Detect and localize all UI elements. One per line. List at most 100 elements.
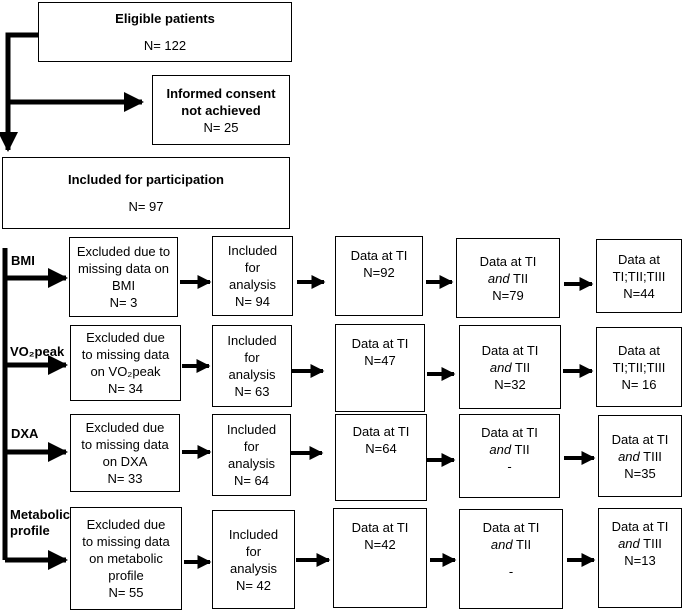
metabolic-t1-label: Data at TI	[351, 520, 409, 535]
dxa-t3-box: Data at TI and TIII N=35	[598, 415, 682, 497]
vo2-analysis-line-2: for	[244, 350, 260, 365]
metabolic-t2-value: -	[508, 564, 514, 579]
vo2-t2-label: Data at TI	[481, 342, 539, 358]
dxa-t1-box: Data at TI N=64	[335, 414, 427, 501]
included-title: Included for participation	[67, 172, 224, 187]
metabolic-analysis-line-1: Included	[228, 526, 279, 542]
row-label-dxa: DXA	[11, 426, 39, 441]
bmi-excluded-line-2: missing data on	[77, 261, 170, 276]
vo2-t2-and: and	[489, 359, 512, 375]
dxa-t1-count: N=64	[365, 441, 397, 456]
bmi-t2-and-line: and TII	[488, 270, 528, 287]
metabolic-t3-and-line: and TIII	[618, 535, 662, 552]
dxa-excluded-line-2: to missing data	[81, 437, 169, 452]
bmi-t3-box: Data at TI;TII;TIII N=44	[596, 239, 682, 313]
bmi-analysis-line-1: Included	[227, 243, 278, 258]
vo2-analysis-line-3: analysis	[228, 367, 276, 382]
eligible-title: Eligible patients	[115, 11, 215, 26]
vo2-excluded-line-3: on VO₂peak	[90, 364, 161, 379]
vo2-t3-label: Data at	[618, 342, 660, 358]
vo2-t2-count: N=32	[494, 376, 526, 392]
included-count: N= 97	[128, 199, 164, 214]
dxa-t3-count: N=35	[624, 465, 656, 481]
vo2-excluded-line-1: Excluded due	[86, 330, 165, 345]
metabolic-t3-and: and	[618, 536, 640, 551]
metabolic-t2-period: TII	[512, 537, 532, 552]
vo2-t3-period: TI;TII;TIII	[612, 359, 666, 375]
bmi-t3-label: Data at	[618, 251, 660, 267]
metabolic-t1-count: N=42	[364, 537, 396, 552]
eligible-patients-box: Eligible patients N= 122	[38, 2, 292, 62]
dxa-t2-period: TII	[511, 442, 530, 457]
vo2-t2-period: TII	[511, 359, 531, 375]
dxa-t3-label: Data at TI	[611, 431, 669, 447]
metabolic-excluded-line-3: on metabolic	[89, 551, 163, 566]
vo2-t2-box: Data at TI and TII N=32	[459, 325, 561, 409]
dxa-analysis-line-3: analysis	[228, 456, 275, 471]
vo2-t2-and-line: and TII	[490, 359, 530, 376]
metabolic-analysis-line-2: for	[245, 543, 262, 559]
metabolic-analysis-count: N= 42	[235, 577, 272, 593]
bmi-t2-period: TII	[509, 270, 529, 286]
bmi-excluded-line-3: BMI	[111, 278, 136, 293]
dxa-t3-and-line: and TIII	[618, 448, 662, 465]
metabolic-t3-period: TIII	[639, 536, 662, 551]
bmi-excluded-count: N= 3	[109, 295, 138, 310]
vo2-analysis-box: Included for analysis N= 63	[212, 325, 292, 407]
metabolic-excluded-line-1: Excluded due	[86, 517, 166, 532]
bmi-t1-label: Data at TI	[350, 248, 408, 263]
metabolic-excluded-count: N= 55	[108, 585, 144, 600]
bmi-analysis-line-2: for	[244, 260, 261, 275]
metabolic-t3-box: Data at TI and TIII N=13	[598, 508, 682, 608]
bmi-t3-count: N=44	[623, 285, 655, 301]
metabolic-t2-box: Data at TI and TII -	[459, 509, 563, 609]
metabolic-excluded-box: Excluded due to missing data on metaboli…	[70, 507, 182, 610]
metabolic-t2-and-line: and TII	[491, 536, 531, 553]
dxa-excluded-line-3: on DXA	[102, 454, 148, 469]
dxa-analysis-line-1: Included	[226, 422, 277, 437]
bmi-excluded-line-1: Excluded due to	[76, 244, 171, 259]
bmi-excluded-box: Excluded due to missing data on BMI N= 3	[69, 237, 178, 317]
metabolic-excluded-line-2: to missing data	[82, 534, 170, 549]
row-label-metabolic-line-1: Metabolic	[10, 507, 70, 522]
dxa-excluded-count: N= 33	[107, 471, 143, 486]
dxa-t1-label: Data at TI	[352, 424, 410, 439]
consent-box: Informed consent not achieved N= 25	[152, 75, 290, 145]
consent-count: N= 25	[203, 119, 239, 135]
vo2-t3-box: Data at TI;TII;TIII N= 16	[596, 327, 682, 407]
consent-line-2: not achieved	[181, 102, 261, 118]
row-label-metabolic: Metabolic profile	[10, 507, 70, 539]
bmi-t1-box: Data at TI N=92	[335, 236, 423, 316]
vo2-analysis-line-1: Included	[227, 333, 277, 348]
bmi-t3-period: TI;TII;TIII	[612, 268, 666, 284]
bmi-analysis-line-3: analysis	[229, 277, 276, 292]
metabolic-t3-label: Data at TI	[611, 519, 669, 534]
dxa-analysis-line-2: for	[243, 439, 260, 454]
row-label-bmi: BMI	[11, 253, 35, 268]
vo2-excluded-line-2: to missing data	[81, 347, 170, 362]
dxa-t2-label: Data at TI	[481, 425, 538, 440]
bmi-t1-count: N=92	[363, 265, 395, 280]
metabolic-analysis-line-3: analysis	[230, 560, 277, 576]
dxa-t2-and-line: and TII	[489, 441, 529, 458]
row-label-vo2peak: VO₂peak	[10, 344, 65, 359]
vo2-t3-count: N= 16	[621, 376, 657, 392]
dxa-t3-and: and	[618, 448, 640, 464]
vo2-excluded-box: Excluded due to missing data on VO₂peak …	[70, 325, 181, 401]
dxa-excluded-box: Excluded due to missing data on DXA N= 3…	[70, 414, 180, 492]
included-participation-box: Included for participation N= 97	[2, 157, 290, 229]
consent-line-1: Informed consent	[166, 85, 276, 101]
vo2-t1-label: Data at TI	[351, 336, 409, 351]
vo2-excluded-count: N= 34	[107, 381, 144, 396]
dxa-analysis-box: Included for analysis N= 64	[212, 414, 291, 496]
dxa-t2-value: -	[507, 459, 512, 474]
bmi-t2-count: N=79	[492, 287, 524, 303]
eligible-count: N= 122	[143, 38, 187, 53]
dxa-t2-and: and	[489, 442, 512, 457]
vo2-analysis-count: N= 63	[234, 384, 270, 399]
row-label-metabolic-line-2: profile	[10, 523, 50, 538]
vo2-t1-count: N=47	[364, 353, 396, 368]
metabolic-t1-box: Data at TI N=42	[333, 508, 427, 608]
